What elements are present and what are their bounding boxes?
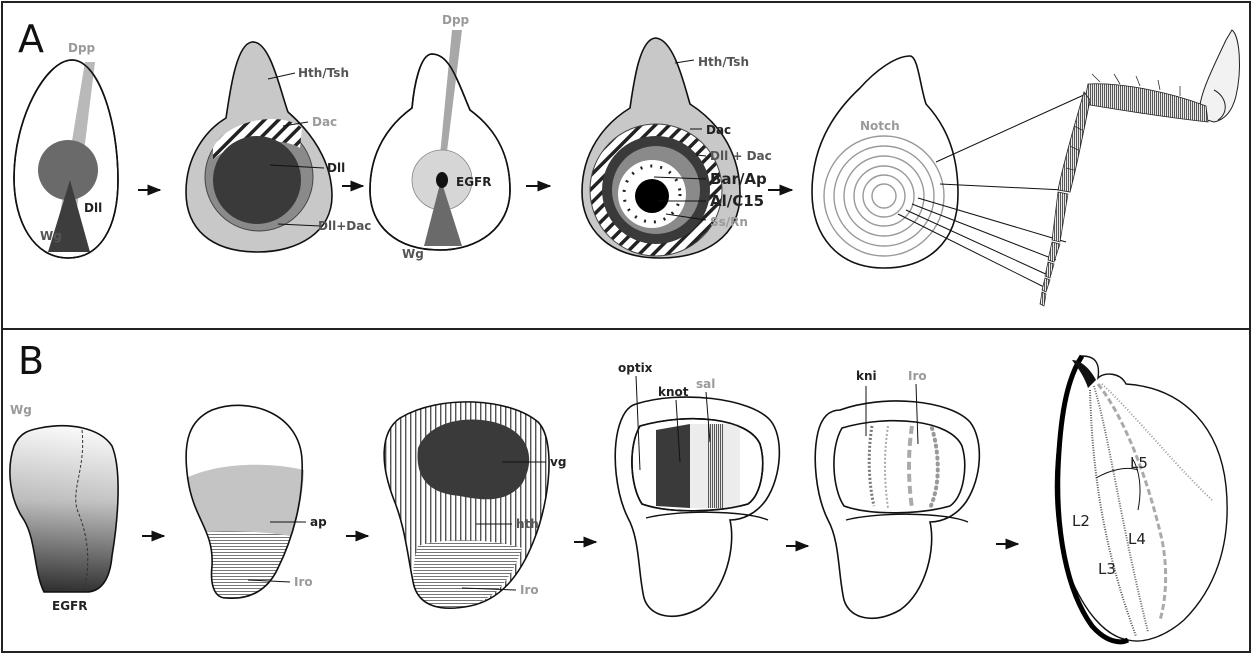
b6-l5-label: L5 <box>1130 454 1148 472</box>
a3-wg-label: Wg <box>402 247 424 261</box>
b4-knot-label: knot <box>658 385 689 399</box>
b-stage2-wing-disc: ap Iro <box>186 405 327 598</box>
b-stage1-wing-disc: Wg EGFR <box>10 403 118 613</box>
a4-al-c15-label: Al/C15 <box>710 192 764 210</box>
b5-kni-label: kni <box>856 369 877 383</box>
b1-egfr-label: EGFR <box>52 599 87 613</box>
b-stage6-adult-wing: L2 L3 L4 L5 <box>1055 356 1227 642</box>
b1-wg-label: Wg <box>10 403 32 417</box>
panel-a-letter: A <box>18 17 44 61</box>
b-stage4-wing-disc: optix knot sal <box>615 361 779 616</box>
panel-b-letter: B <box>18 339 44 383</box>
b3-iro-label: Iro <box>520 583 539 597</box>
b2-iro-label: Iro <box>294 575 313 589</box>
a2-dll-dac-label: Dll+Dac <box>318 219 371 233</box>
a-stage3-leg-disc: Dpp EGFR Wg <box>370 13 510 261</box>
a4-bar-ap-label: Bar/Ap <box>710 170 767 188</box>
a4-ss-rn-label: Ss/Rn <box>710 215 748 229</box>
a2-dac-label: Dac <box>312 115 337 129</box>
a-stage5-leg-disc: Notch <box>812 56 1086 288</box>
b-stage5-wing-disc: kni Iro <box>815 369 979 618</box>
a-stage4-leg-disc: Hth/Tsh Dac Dll + Dac Bar/Ap Al/C15 Ss/R… <box>582 38 772 258</box>
adult-leg-drawing <box>1040 30 1239 306</box>
a-stage1-leg-disc: Dpp Dll Wg <box>14 41 118 258</box>
b5-iro-label: Iro <box>908 369 927 383</box>
b-stage3-wing-disc: vg hth Iro <box>384 402 566 608</box>
a4-dll-dac-label: Dll + Dac <box>710 149 772 163</box>
a2-dll-label: Dll <box>327 161 345 175</box>
a2-hth-tsh-label: Hth/Tsh <box>298 66 349 80</box>
a-stage2-leg-disc: Hth/Tsh Dac Dll Dll+Dac <box>186 42 371 252</box>
b4-sal-label: sal <box>696 377 715 391</box>
a4-dac-label: Dac <box>706 123 731 137</box>
a1-dpp-label: Dpp <box>68 41 96 55</box>
b2-ap-label: ap <box>310 515 327 529</box>
a4-hth-tsh-label: Hth/Tsh <box>698 55 749 69</box>
a3-egfr-label: EGFR <box>456 175 491 189</box>
b4-optix-label: optix <box>618 361 653 375</box>
a1-wg-label: Wg <box>40 229 62 243</box>
b6-l4-label: L4 <box>1128 530 1146 548</box>
a5-notch-label: Notch <box>860 119 900 133</box>
a3-dpp-label: Dpp <box>442 13 470 27</box>
b3-vg-label: vg <box>550 455 566 469</box>
a1-dll-label: Dll <box>84 201 102 215</box>
b3-hth-label: hth <box>516 517 539 531</box>
b6-l3-label: L3 <box>1098 560 1116 578</box>
b6-l2-label: L2 <box>1072 512 1090 530</box>
